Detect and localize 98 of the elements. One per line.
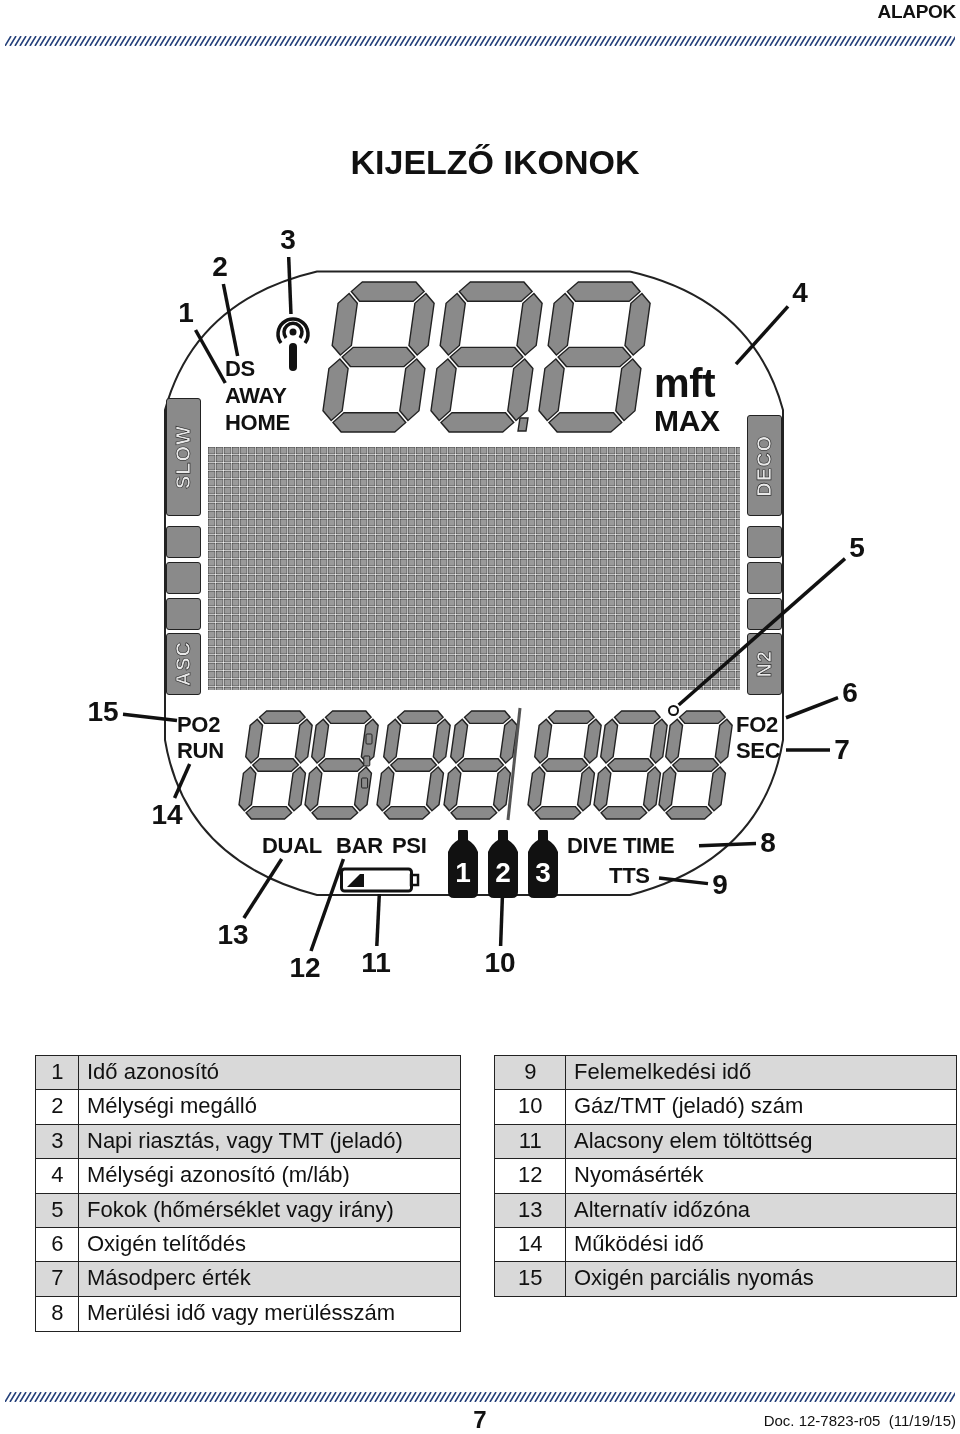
side-bar <box>166 598 201 630</box>
unit-label: MAX <box>654 404 721 438</box>
table-cell: Nyomásérték <box>565 1158 957 1195</box>
tank-icon <box>487 830 519 898</box>
callout-number: 8 <box>756 826 780 860</box>
table-cell: Mélységi azonosító (m/láb) <box>78 1158 461 1195</box>
callout-number: 10 <box>480 946 520 980</box>
callout-number: 1 <box>174 296 198 330</box>
table-cell: 3 <box>35 1123 80 1160</box>
table-cell: 4 <box>35 1158 80 1195</box>
leader-line <box>221 283 240 357</box>
title: KIJELZŐ IKONOK <box>349 142 641 183</box>
tank-number: 3 <box>534 856 552 890</box>
display-label: BAR <box>336 833 390 859</box>
callout-number: 9 <box>708 868 732 902</box>
table-cell: Felemelkedési idő <box>565 1055 957 1091</box>
table-cell: 15 <box>494 1261 567 1298</box>
side-bar <box>166 562 201 594</box>
table-cell: Napi riasztás, vagy TMT (jeladó) <box>78 1123 461 1160</box>
display-label: FO2 <box>736 712 786 738</box>
table-cell: 13 <box>494 1192 567 1229</box>
table-cell: 1 <box>35 1055 80 1091</box>
leader-line <box>498 897 505 947</box>
table-cell: 8 <box>35 1295 80 1332</box>
bar-label: ASC <box>172 641 195 687</box>
table-cell: 9 <box>494 1055 567 1091</box>
table-cell: Alacsony elem töltöttség <box>565 1123 957 1160</box>
leader-line <box>286 256 293 315</box>
document-number: Doc. 12-7823-r05 (11/19/15) <box>762 1412 956 1430</box>
table-cell: Fokok (hőmérséklet vagy irány) <box>78 1192 461 1229</box>
battery-icon <box>340 866 420 894</box>
table-cell: 2 <box>35 1089 80 1126</box>
side-bar <box>747 526 782 558</box>
display-label: TTS <box>609 863 659 889</box>
table-cell: Másodperc érték <box>78 1261 461 1298</box>
side-bar <box>166 398 201 516</box>
callout-number: 14 <box>147 798 187 832</box>
display-label: DUAL <box>262 833 330 859</box>
callout-number: 4 <box>788 276 812 310</box>
display-label: RUN <box>177 738 235 764</box>
degree-circle <box>668 705 679 716</box>
tank-number: 1 <box>454 856 472 890</box>
display-label: PO2 <box>177 712 235 738</box>
side-bar <box>166 526 201 558</box>
table-cell: Oxigén telítődés <box>78 1227 461 1263</box>
table-cell: 5 <box>35 1192 80 1229</box>
table-cell: 10 <box>494 1089 567 1126</box>
table-cell: 12 <box>494 1158 567 1195</box>
callout-number: 2 <box>208 250 232 284</box>
leader-line <box>698 841 757 848</box>
callout-number: 11 <box>356 946 396 980</box>
table-cell: Merülési idő vagy merülésszám <box>78 1295 461 1332</box>
callout-number: 13 <box>213 918 253 952</box>
unit-label: mft <box>654 360 736 406</box>
leader-line <box>785 696 839 720</box>
side-bar <box>747 415 782 516</box>
display-label: DS <box>225 356 261 382</box>
bar-label: DECO <box>753 434 776 497</box>
display-label: HOME <box>225 410 291 436</box>
tank-icon <box>527 830 559 898</box>
side-bar <box>166 633 201 695</box>
page-number: 7 <box>472 1406 488 1434</box>
display-label: SEC <box>736 738 786 764</box>
leader-line <box>172 763 192 799</box>
header-label: ALAPOK <box>876 0 956 24</box>
leader-line <box>658 876 709 886</box>
side-bar <box>747 598 782 630</box>
table-cell: Idő azonosító <box>78 1055 461 1091</box>
display-label: DIVE TIME <box>567 833 699 859</box>
callout-number: 3 <box>276 223 300 257</box>
leader-line <box>734 305 790 366</box>
callout-number: 6 <box>838 676 862 710</box>
table-cell: Oxigén parciális nyomás <box>565 1261 957 1298</box>
antenna-icon <box>275 314 311 372</box>
table-cell: 11 <box>494 1123 567 1160</box>
leader-line <box>786 748 830 752</box>
leader-line <box>309 858 346 952</box>
bar-label: N2 <box>753 650 776 678</box>
table-cell: Működési idő <box>565 1227 957 1263</box>
leader-line <box>194 329 227 384</box>
callout-number: 15 <box>83 695 123 729</box>
display-label: AWAY <box>225 383 299 409</box>
tank-icon <box>447 830 479 898</box>
callout-number: 12 <box>285 951 325 985</box>
leader-line <box>122 712 178 723</box>
tank-number: 2 <box>494 856 512 890</box>
display-label: PSI <box>392 833 428 859</box>
callout-number: 7 <box>830 733 854 767</box>
bar-label: SLOW <box>172 425 195 489</box>
table-cell: Gáz/TMT (jeladó) szám <box>565 1089 957 1126</box>
table-cell: 7 <box>35 1261 80 1298</box>
leader-line <box>375 893 382 947</box>
side-bar <box>747 633 782 695</box>
callout-number: 5 <box>845 531 869 565</box>
leader-line <box>242 858 284 919</box>
table-cell: Mélységi megálló <box>78 1089 461 1126</box>
table-cell: Alternatív időzóna <box>565 1192 957 1229</box>
side-bar <box>747 562 782 594</box>
